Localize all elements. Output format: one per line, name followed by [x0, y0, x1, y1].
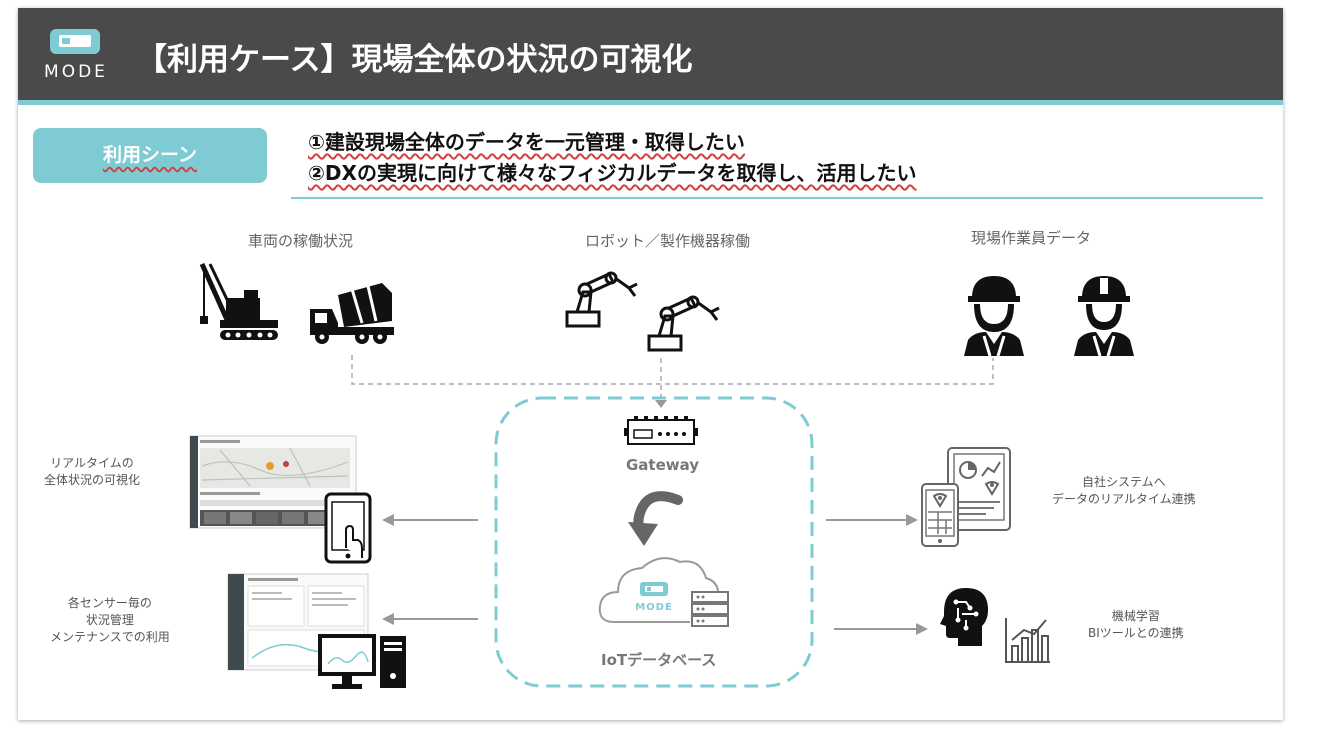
purpose-1: ①建設現場全体のデータを一元管理・取得したい: [308, 130, 745, 154]
purpose-2: ②DXの実現に向けて様々なフィジカルデータを取得し、活用したい: [308, 161, 917, 185]
source-label-vehicles: 車両の稼働状況: [248, 232, 354, 250]
source-label-robots: ロボット／製作機器稼働: [585, 232, 751, 250]
tablet-chart-icon: [947, 447, 1011, 531]
iot-database-label: IoTデータベース: [601, 651, 717, 669]
desktop-pc-icon: [318, 634, 406, 689]
robot-arm-icon-2: [647, 295, 720, 352]
gateway-device-icon: [624, 416, 698, 445]
gateway-label: Gateway: [626, 456, 700, 474]
slide: MODE 【利用ケース】現場全体の状況の可視化 利用シーン ①建設現場全体のデー…: [18, 8, 1283, 720]
mode-logo: MODE: [38, 26, 114, 86]
worker-male-icon: [1074, 276, 1134, 357]
source-label-workers: 現場作業員データ: [971, 229, 1092, 247]
mode-cloud-icon: MODE: [598, 557, 729, 627]
logo-text: MODE: [44, 62, 108, 82]
cloud-mode-text: MODE: [635, 602, 673, 613]
divider: [291, 197, 1263, 199]
scene-badge: 利用シーン: [33, 128, 267, 183]
ai-head-icon: [940, 588, 988, 646]
crane-icon: [199, 262, 278, 340]
output-label-system: 自社システムへデータのリアルタイム連携: [1052, 475, 1196, 506]
connectors: [351, 355, 994, 688]
mixer-truck-icon: [310, 283, 394, 344]
bar-chart-icon: [1005, 618, 1050, 663]
worker-female-icon: [964, 276, 1024, 357]
header-bar: MODE 【利用ケース】現場全体の状況の可視化: [18, 8, 1283, 105]
page-title: 【利用ケース】現場全体の状況の可視化: [136, 42, 693, 78]
robot-arm-icon: [565, 271, 638, 328]
scene-badge-label: 利用シーン: [102, 144, 198, 166]
output-label-realtime: リアルタイムの全体状況の可視化: [44, 456, 141, 487]
tablet-map-icon: [921, 483, 959, 547]
output-label-sensor: 各センサー毎の状況管理メンテナンスでの利用: [50, 596, 170, 644]
tablet-touch-icon: [324, 492, 372, 564]
dashboard-screenshot-map: [189, 435, 357, 529]
